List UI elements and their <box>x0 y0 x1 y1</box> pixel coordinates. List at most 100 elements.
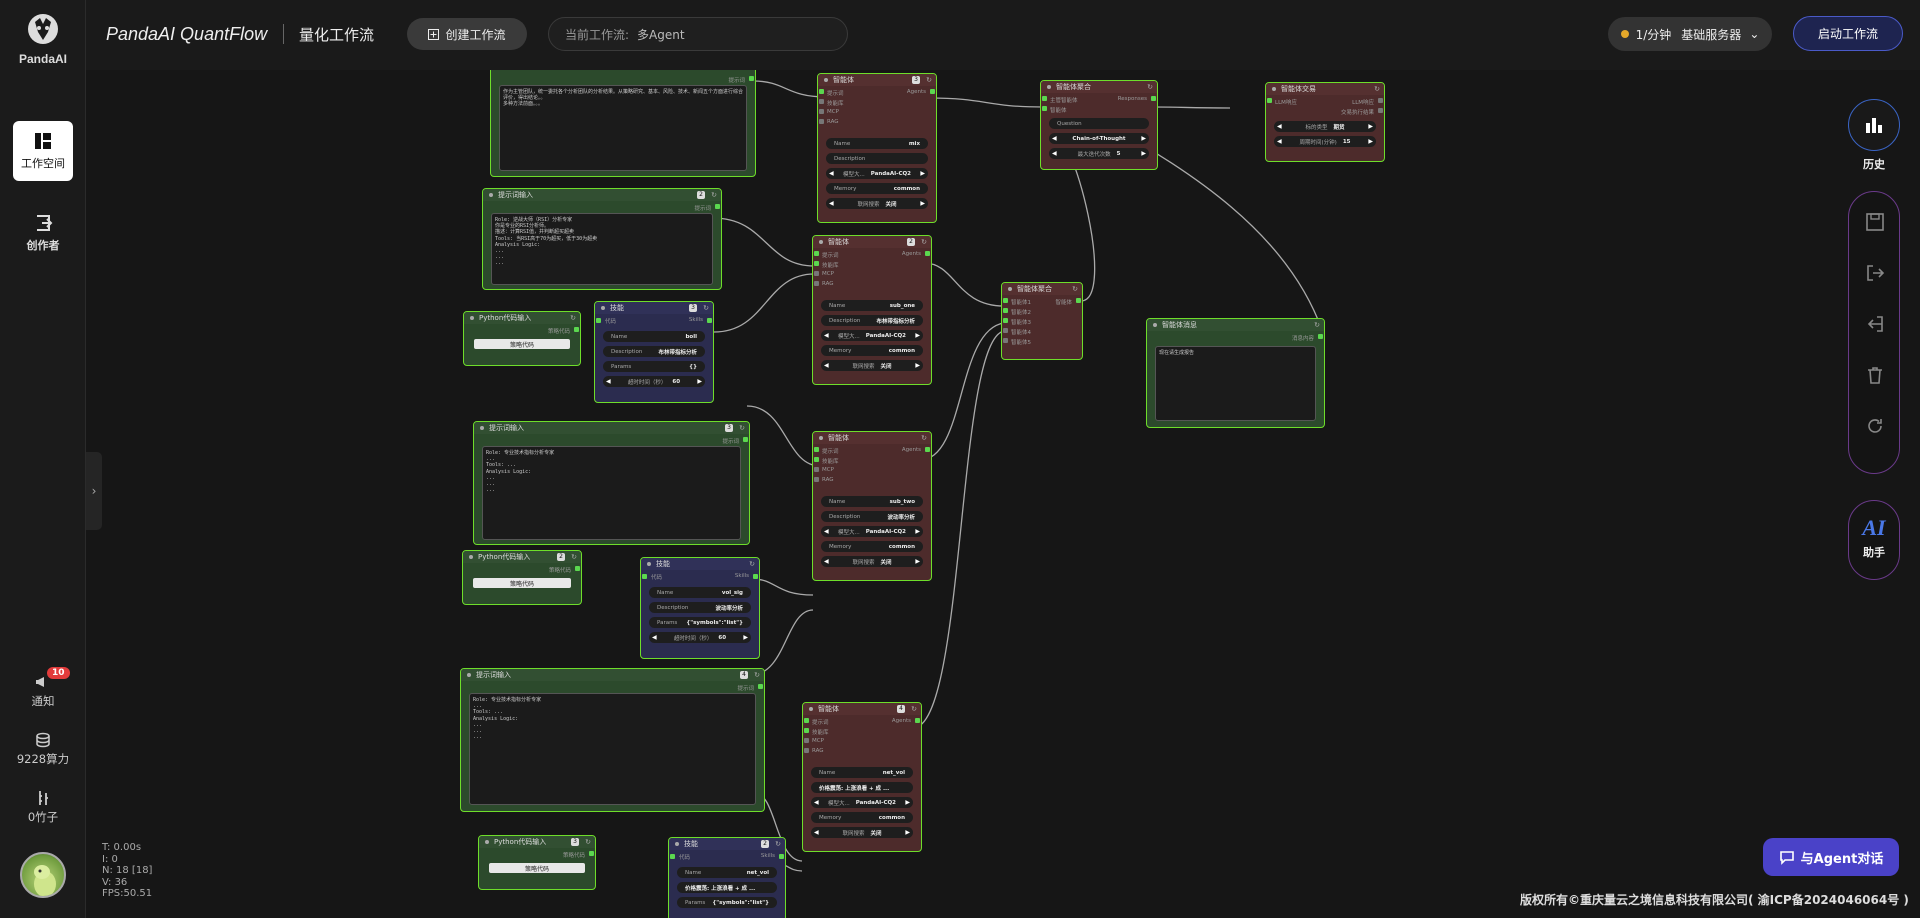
input-port[interactable] <box>804 738 809 743</box>
input-port[interactable] <box>819 119 824 124</box>
input-port[interactable] <box>1042 96 1047 101</box>
input-port[interactable] <box>804 718 809 723</box>
create-workflow-button[interactable]: 创建工作流 <box>407 18 527 50</box>
agent-group-node-2[interactable]: 智能体聚合↻ 智能体1 智能体2 智能体3 智能体4 智能体5 智能体 <box>1001 282 1083 360</box>
sidebar-item-workspace[interactable]: 工作空间 <box>13 121 73 181</box>
output-port[interactable] <box>574 327 579 332</box>
params-field[interactable]: Params{"symbols":"list"} <box>677 897 777 908</box>
output-port[interactable] <box>915 718 920 723</box>
input-port[interactable] <box>814 467 819 472</box>
model-select[interactable]: 模型大...PandaAI-CQ2 <box>811 797 913 808</box>
sidebar-item-creator[interactable]: 创作者 <box>13 203 73 263</box>
input-port[interactable] <box>804 728 809 733</box>
refresh-icon[interactable]: ↻ <box>921 434 927 442</box>
import-icon[interactable] <box>1865 314 1885 338</box>
description-field[interactable]: Description <box>826 153 928 164</box>
refresh-icon[interactable]: ↻ <box>1374 85 1380 93</box>
server-select[interactable]: 1/分钟 基础服务器 ⌄ <box>1608 17 1772 51</box>
input-port[interactable] <box>1003 308 1008 313</box>
trash-icon[interactable] <box>1865 365 1885 389</box>
refresh-icon[interactable]: ↻ <box>926 76 932 84</box>
message-text[interactable]: 现在请生成报告 <box>1155 346 1316 421</box>
agent-group-node-1[interactable]: 智能体聚合↻ 主管智能体 智能体 Responses Question Chai… <box>1040 80 1158 170</box>
python-node-1[interactable]: Python代码输入↻ 策略代码 策略代码 <box>463 311 581 366</box>
input-port[interactable] <box>819 89 824 94</box>
current-workflow-field[interactable]: 当前工作流: 多Agent <box>548 17 848 51</box>
refresh-icon[interactable]: ↻ <box>775 840 781 848</box>
refresh-icon[interactable]: ↻ <box>1072 285 1078 293</box>
input-port[interactable] <box>814 261 819 266</box>
output-port[interactable] <box>575 566 580 571</box>
refresh-icon[interactable]: ↻ <box>571 553 577 561</box>
output-port[interactable] <box>925 251 930 256</box>
output-port[interactable] <box>1318 334 1323 339</box>
input-port[interactable] <box>670 854 675 859</box>
sidebar-expand-button[interactable]: › <box>86 452 102 530</box>
input-port[interactable] <box>1003 298 1008 303</box>
refresh-icon[interactable]: ↻ <box>1314 321 1320 329</box>
output-port[interactable] <box>715 204 720 209</box>
input-port[interactable] <box>642 574 647 579</box>
refresh-icon[interactable]: ↻ <box>703 304 709 312</box>
params-field[interactable]: Params{} <box>603 361 705 372</box>
input-port[interactable] <box>814 281 819 286</box>
input-port[interactable] <box>814 251 819 256</box>
output-port[interactable] <box>1151 96 1156 101</box>
input-port[interactable] <box>596 318 601 323</box>
history-button[interactable]: 历史 <box>1848 99 1900 172</box>
bamboo-button[interactable]: 0竹子 <box>0 790 86 825</box>
compute-button[interactable]: 9228算力 <box>0 732 86 767</box>
refresh-icon[interactable]: ↻ <box>711 191 717 199</box>
refresh-icon[interactable]: ↻ <box>570 314 576 322</box>
output-port[interactable] <box>1076 298 1081 303</box>
input-port[interactable] <box>1042 106 1047 111</box>
input-port[interactable] <box>814 271 819 276</box>
output-port[interactable] <box>589 851 594 856</box>
avatar[interactable] <box>20 852 66 898</box>
output-port[interactable] <box>707 318 712 323</box>
prompt-node-1[interactable]: 提示词输入 提示词 作为主管团队，统一委托各个分析团队的分析结果。从策略研究、基… <box>490 70 756 177</box>
prompt-text[interactable]: Role: 逆战大师（RSI）分析专家 你是专业的RSI分析师。 描述：计算RS… <box>491 213 713 285</box>
output-port[interactable] <box>779 854 784 859</box>
input-port[interactable] <box>1267 98 1272 103</box>
input-port[interactable] <box>1003 328 1008 333</box>
input-port[interactable] <box>819 109 824 114</box>
model-select[interactable]: 模型大...PandaAI-CQ2 <box>821 330 923 341</box>
output-port[interactable] <box>925 447 930 452</box>
description-field[interactable]: 价格震荡: 上涨浪看 + 成 ... <box>677 882 777 893</box>
input-port[interactable] <box>1003 338 1008 343</box>
assistant-button[interactable]: AI 助手 <box>1848 500 1900 580</box>
workflow-canvas[interactable]: 提示词输入 提示词 作为主管团队，统一委托各个分析团队的分析结果。从策略研究、基… <box>86 70 1920 918</box>
prompt-text[interactable]: Role: 专业技术指标分析专家 ... Tools: ... Analysis… <box>469 693 756 805</box>
refresh-icon[interactable]: ↻ <box>911 705 917 713</box>
edit-code-button[interactable]: 策略代码 <box>489 863 585 873</box>
question-field[interactable]: Question <box>1049 118 1149 129</box>
